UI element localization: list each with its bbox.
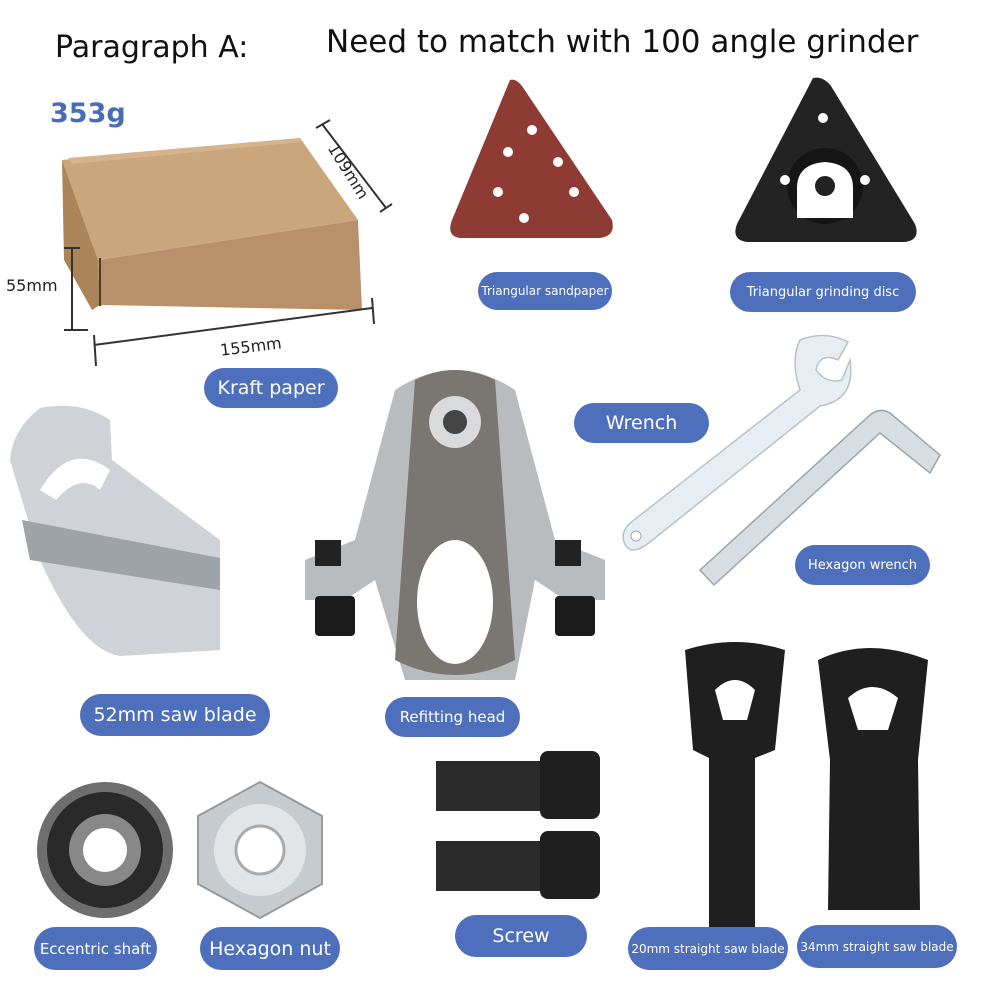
label-refitting-head: Refitting head bbox=[385, 697, 520, 737]
34mm-straight-saw-blade-image bbox=[818, 648, 928, 910]
label-screw: Screw bbox=[455, 915, 587, 957]
20mm-straight-saw-blade-image bbox=[685, 642, 785, 930]
eccentric-shaft-image bbox=[37, 782, 173, 918]
52mm-saw-blade-image bbox=[10, 405, 220, 656]
label-hexagon-nut: Hexagon nut bbox=[200, 927, 340, 970]
label-34mm-straight-saw-blade: 34mm straight saw blade bbox=[797, 925, 957, 968]
hexagon-nut-image bbox=[197, 780, 323, 920]
refitting-head-image bbox=[305, 370, 605, 680]
label-wrench: Wrench bbox=[574, 403, 709, 443]
label-20mm-straight-saw-blade: 20mm straight saw blade bbox=[628, 927, 788, 970]
label-hexagon-wrench: Hexagon wrench bbox=[795, 545, 930, 585]
kraft-box-image bbox=[62, 119, 393, 367]
section-label: Paragraph A: bbox=[55, 30, 249, 65]
label-eccentric-shaft: Eccentric shaft bbox=[34, 927, 157, 970]
wrench-image bbox=[622, 334, 852, 551]
hexagon-wrench-image bbox=[698, 409, 941, 587]
label-triangular-sandpaper: Triangular sandpaper bbox=[478, 272, 612, 310]
triangular-grinding-disc-image bbox=[735, 77, 917, 243]
box-height-dimension: 55mm bbox=[6, 276, 58, 295]
compatibility-note: Need to match with 100 angle grinder bbox=[326, 24, 919, 60]
package-weight: 353g bbox=[50, 98, 126, 129]
triangular-sandpaper-image bbox=[450, 79, 613, 238]
label-triangular-grinding-disc: Triangular grinding disc bbox=[730, 272, 916, 312]
label-52mm-saw-blade: 52mm saw blade bbox=[80, 694, 270, 736]
screw-image bbox=[436, 751, 600, 899]
label-kraft-paper: Kraft paper bbox=[204, 368, 338, 408]
